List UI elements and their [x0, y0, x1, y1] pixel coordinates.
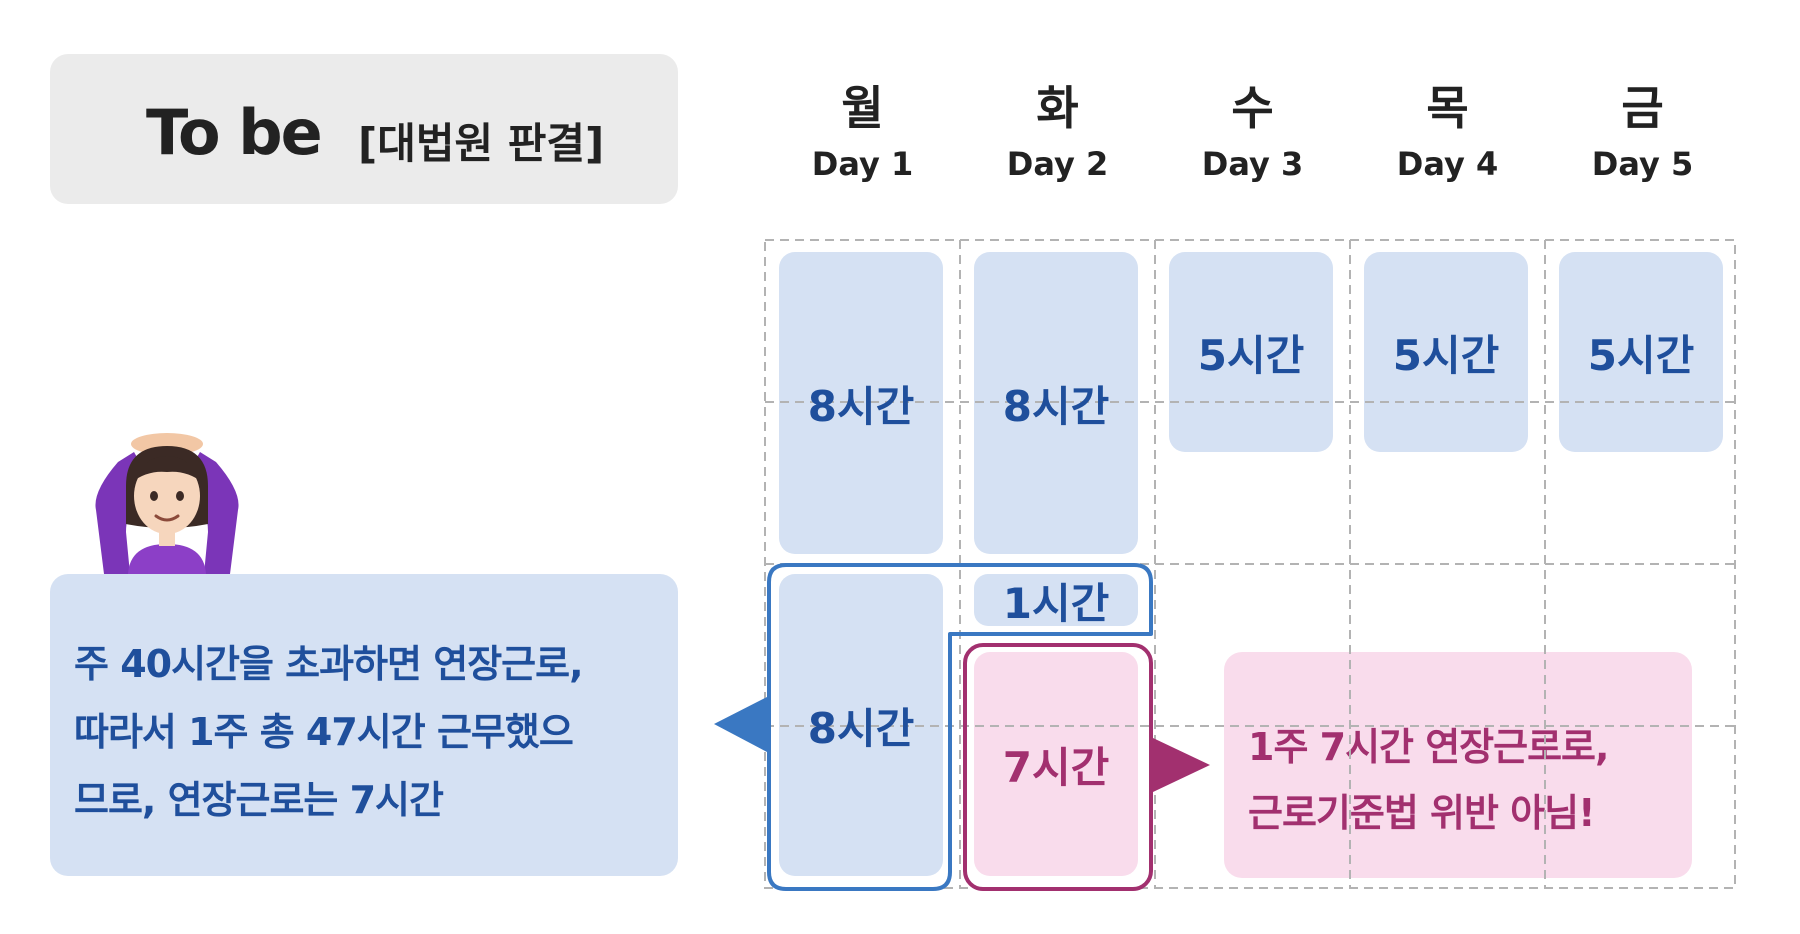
day-header-4: 목 Day 4: [1350, 78, 1545, 186]
block-tue-overtime: 7시간: [974, 652, 1138, 876]
block-label: 8시간: [1002, 381, 1110, 431]
day-english: Day 4: [1396, 145, 1499, 183]
block-wed-regular: 5시간: [1169, 252, 1333, 452]
block-label: 7시간: [1002, 742, 1110, 792]
block-label: 5시간: [1197, 330, 1305, 380]
day-korean: 목: [1426, 81, 1469, 135]
callout-right-line: 근로기준법 위반 아님!: [1248, 791, 1595, 835]
title-subtitle: [대법원 판결]: [358, 119, 605, 168]
block-tue-extra: 1시간: [974, 574, 1138, 628]
title-main: To be: [146, 96, 323, 169]
day-header-5: 금 Day 5: [1545, 78, 1740, 186]
left-arrow-icon: [714, 697, 767, 752]
callout-left-line: 따라서 1주 총 47시간 근무했으: [74, 710, 574, 754]
day-korean: 월: [841, 81, 884, 135]
day-korean: 금: [1621, 81, 1664, 135]
day-header-1: 월 Day 1: [765, 78, 960, 186]
block-label: 5시간: [1587, 330, 1695, 380]
callout-right: 1주 7시간 연장근로로, 근로기준법 위반 아님!: [1224, 652, 1692, 878]
day-header-3: 수 Day 3: [1155, 78, 1350, 186]
person-gesturing-ok-icon: [95, 433, 239, 574]
day-header-2: 화 Day 2: [960, 78, 1155, 186]
block-label: 8시간: [807, 381, 915, 431]
block-mon-regular: 8시간: [779, 252, 943, 554]
block-label: 5시간: [1392, 330, 1500, 380]
callout-left: 주 40시간을 초과하면 연장근로, 따라서 1주 총 47시간 근무했으 므로…: [50, 574, 678, 876]
day-english: Day 5: [1591, 145, 1694, 183]
block-mon-overtime: 8시간: [779, 574, 943, 876]
day-korean: 화: [1036, 81, 1079, 135]
title-box: To be [대법원 판결]: [50, 54, 678, 204]
block-tue-regular: 8시간: [974, 252, 1138, 554]
day-english: Day 1: [811, 145, 914, 183]
right-arrow-icon: [1153, 738, 1210, 792]
callout-left-line: 므로, 연장근로는 7시간: [74, 778, 444, 822]
block-label: 1시간: [1002, 578, 1110, 628]
block-thu-regular: 5시간: [1364, 252, 1528, 452]
day-korean: 수: [1231, 81, 1274, 135]
callout-right-line: 1주 7시간 연장근로로,: [1248, 725, 1609, 769]
block-label: 8시간: [807, 703, 915, 753]
day-english: Day 2: [1006, 145, 1109, 183]
day-english: Day 3: [1201, 145, 1304, 183]
callout-left-line: 주 40시간을 초과하면 연장근로,: [74, 642, 584, 686]
block-fri-regular: 5시간: [1559, 252, 1723, 452]
